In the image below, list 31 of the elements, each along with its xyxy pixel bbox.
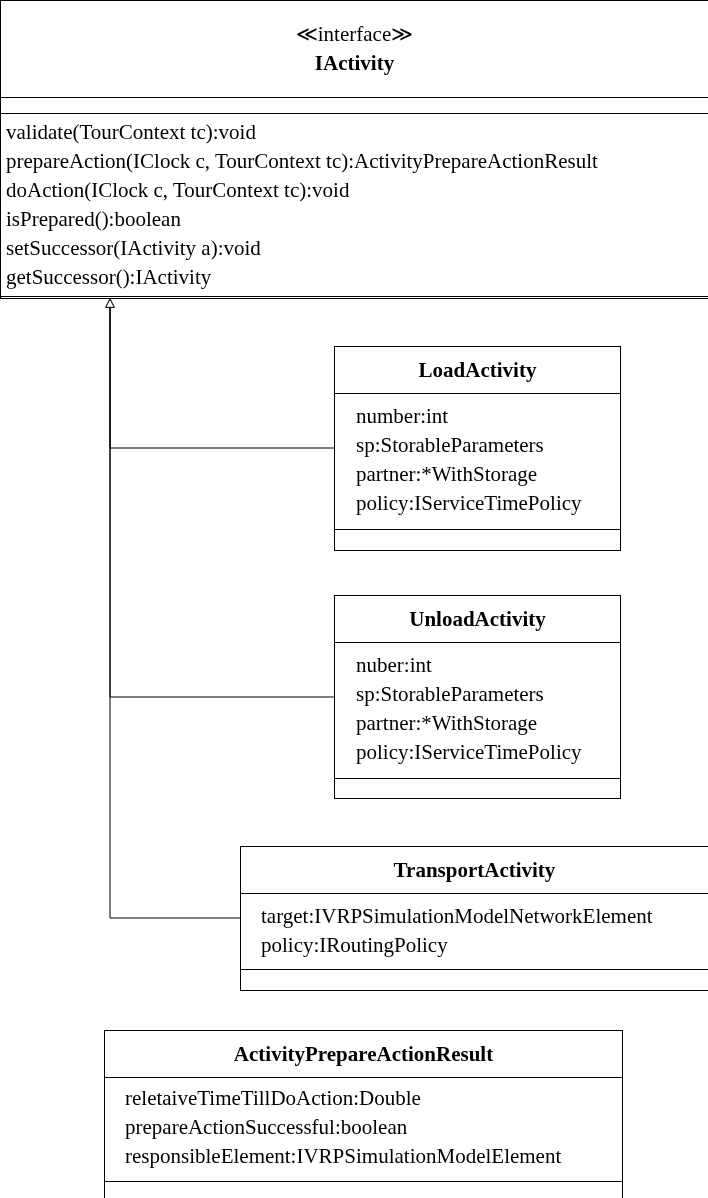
attribute: sp:StorableParameters bbox=[356, 681, 544, 708]
inheritance-arrow bbox=[105, 298, 241, 919]
attribute: partner:*WithStorage bbox=[356, 710, 538, 737]
attribute: policy:IServiceTimePolicy bbox=[356, 490, 582, 517]
class-name: IActivity bbox=[314, 50, 395, 77]
class-box bbox=[104, 1030, 623, 1198]
class-name: UnloadActivity bbox=[409, 605, 546, 633]
method-signature: isPrepared():boolean bbox=[6, 206, 181, 233]
attribute: policy:IRoutingPolicy bbox=[261, 932, 448, 959]
method-signature: prepareAction(IClock c, TourContext tc):ActivityPrepareActionResult bbox=[6, 148, 598, 175]
attribute: partner:*WithStorage bbox=[356, 461, 538, 488]
class-box bbox=[334, 346, 621, 551]
class-stereotype: ≪interface≫ bbox=[295, 21, 414, 48]
method-signature: doAction(IClock c, TourContext tc):void bbox=[6, 177, 350, 204]
class-box bbox=[334, 595, 621, 799]
class-name: LoadActivity bbox=[418, 356, 537, 384]
attribute: number:int bbox=[356, 403, 449, 430]
attribute: prepareActionSuccessful:boolean bbox=[125, 1114, 408, 1141]
method-signature: getSuccessor():IActivity bbox=[6, 264, 212, 291]
attribute: nuber:int bbox=[356, 652, 432, 679]
class-name: TransportActivity bbox=[393, 856, 556, 884]
method-signature: setSuccessor(IActivity a):void bbox=[6, 235, 261, 262]
attribute: reletaiveTimeTillDoAction:Double bbox=[125, 1085, 421, 1112]
attribute: target:IVRPSimulationModelNetworkElement bbox=[261, 903, 653, 930]
class-name: ActivityPrepareActionResult bbox=[233, 1040, 494, 1068]
class-box bbox=[0, 0, 708, 299]
class-box bbox=[240, 846, 708, 991]
attribute: policy:IServiceTimePolicy bbox=[356, 739, 582, 766]
attribute: sp:StorableParameters bbox=[356, 432, 544, 459]
method-signature: validate(TourContext tc):void bbox=[6, 119, 256, 146]
attribute: responsibleElement:IVRPSimulationModelElement bbox=[125, 1143, 562, 1170]
